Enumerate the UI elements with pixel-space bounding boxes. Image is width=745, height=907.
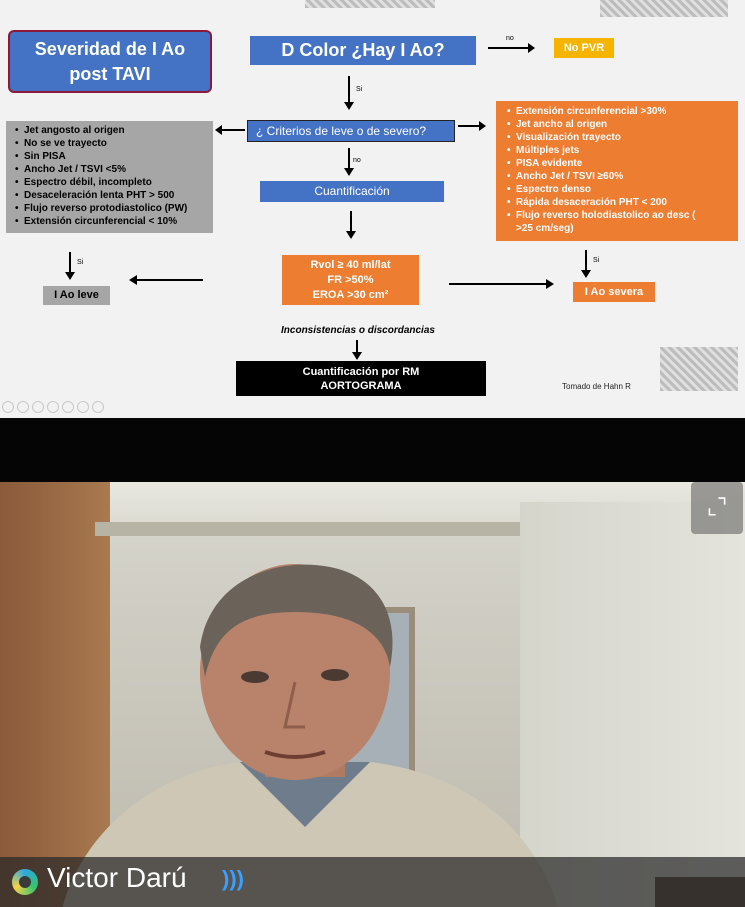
branch-label-si: Si	[77, 259, 84, 266]
arrow-down-icon	[581, 250, 591, 278]
arrow-right-icon	[458, 121, 486, 131]
arrow-down-icon	[344, 148, 354, 176]
criteria-item: Espectro denso	[507, 183, 734, 196]
mri-aortogram-box: Cuantificación por RM AORTOGRAMA	[236, 361, 486, 396]
criteria-item: Desaceleración lenta PHT > 500	[15, 189, 209, 202]
slide-controls[interactable]	[2, 401, 104, 413]
criteria-item: Ancho Jet / TSVI <5%	[15, 163, 209, 176]
no-pvr-box: No PVR	[554, 38, 614, 58]
criteria-item: Espectro débil, incompleto	[15, 176, 209, 189]
branch-label-no: no	[353, 157, 361, 164]
criteria-item: Múltiples jets	[507, 144, 734, 157]
participant-name: Victor Darú	[47, 862, 187, 893]
branch-label-no: no	[506, 35, 514, 42]
arrow-down-icon	[346, 211, 356, 239]
slide-title: Severidad de I Ao post TAVI	[8, 30, 212, 93]
redacted-region-top	[305, 0, 435, 8]
presentation-slide: Severidad de I Ao post TAVI D Color ¿Hay…	[0, 0, 745, 418]
branch-label-si: Si	[356, 86, 363, 93]
room-right-wall	[520, 502, 745, 907]
speaking-indicator-icon: )))	[222, 866, 244, 891]
arrow-right-icon	[449, 279, 554, 289]
quant-value: FR >50%	[327, 274, 374, 286]
participant-figure	[62, 564, 558, 907]
criteria-item: Flujo reverso protodiastolico (PW)	[15, 202, 209, 215]
arrow-down-icon	[65, 252, 75, 280]
criteria-item: Sin PISA	[15, 150, 209, 163]
severe-result-box: I Ao severa	[573, 282, 655, 302]
criteria-item: Jet angosto al origen	[15, 124, 209, 137]
quantification-values-box: Rvol ≥ 40 ml/lat FR >50% EROA >30 cm²	[282, 255, 419, 305]
quant-value: Rvol ≥ 40 ml/lat	[310, 259, 391, 271]
mild-criteria-box: Jet angosto al origen No se ve trayecto …	[6, 121, 213, 233]
criteria-item: Extensión circunferencial >30%	[507, 105, 734, 118]
question-color-doppler: D Color ¿Hay I Ao?	[250, 36, 476, 65]
prev-slide-icon[interactable]	[2, 401, 14, 413]
arrow-right-icon	[488, 43, 535, 53]
severe-criteria-box: Extensión circunferencial >30% Jet ancho…	[496, 101, 738, 241]
criteria-item: Ancho Jet / TSVI ≥60%	[507, 170, 734, 183]
redacted-region-bottom-right	[660, 347, 738, 391]
source-citation: Tomado de Hahn R	[562, 382, 631, 391]
redacted-region-top-right	[600, 0, 728, 17]
criteria-item: Rápida desaceración PHT < 200	[507, 196, 734, 209]
quantification-box: Cuantificación	[260, 181, 444, 202]
criteria-item: Visualización trayecto	[507, 131, 734, 144]
criteria-item: No se ve trayecto	[15, 137, 209, 150]
arrow-left-icon	[129, 275, 203, 285]
subtitle-icon[interactable]	[77, 401, 89, 413]
room-beam	[95, 522, 615, 536]
question-criteria: ¿ Criterios de leve o de severo?	[247, 120, 455, 142]
mild-result-box: I Ao leve	[43, 286, 110, 305]
slides-icon[interactable]	[47, 401, 59, 413]
video-gap	[0, 418, 745, 482]
arrow-down-icon	[352, 340, 362, 360]
room-left-wall	[0, 482, 110, 907]
zoom-icon[interactable]	[62, 401, 74, 413]
quant-value: EROA >30 cm²	[312, 289, 389, 301]
criteria-item: PISA evidente	[507, 157, 734, 170]
criteria-item: Jet ancho al origen	[507, 118, 734, 131]
participant-video[interactable]	[0, 482, 745, 907]
more-icon[interactable]	[92, 401, 104, 413]
inconsistencies-label: Inconsistencias o discordancias	[281, 325, 435, 336]
pen-icon[interactable]	[32, 401, 44, 413]
next-slide-icon[interactable]	[17, 401, 29, 413]
criteria-item: Extensión circunferencial < 10%	[15, 215, 209, 228]
exit-fullscreen-icon[interactable]: ⌞⌝	[691, 482, 743, 534]
criteria-item: Flujo reverso holodiastolico ao desc ( >…	[507, 209, 734, 235]
arrow-left-icon	[215, 125, 245, 135]
arrow-down-icon	[344, 76, 354, 110]
participant-name-bar	[0, 857, 745, 907]
app-logo-icon	[12, 869, 38, 895]
branch-label-si: Si	[593, 257, 600, 264]
